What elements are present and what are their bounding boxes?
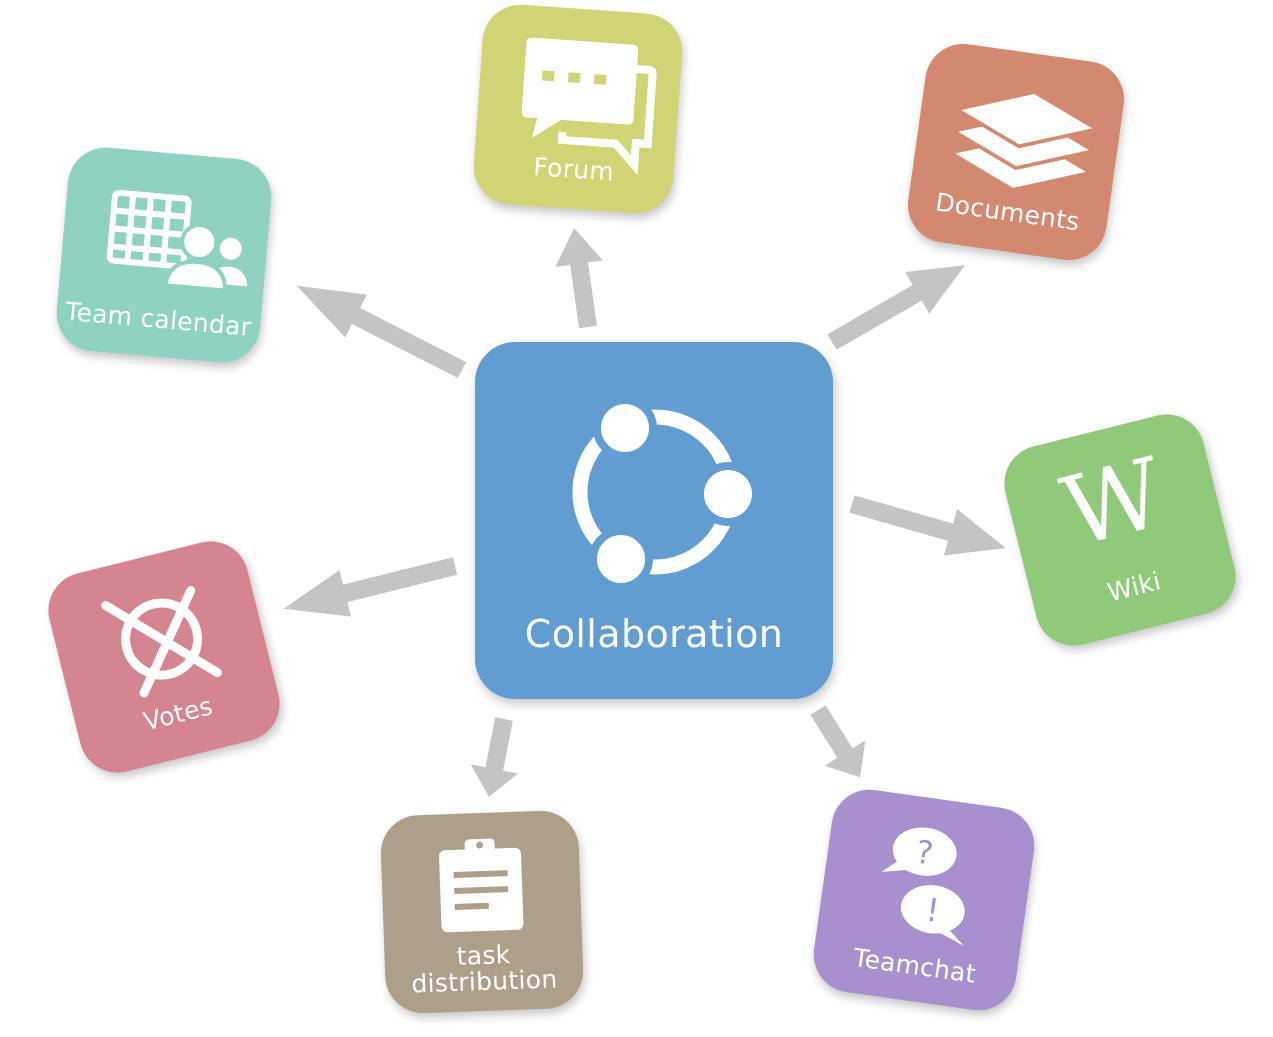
documents-tile[interactable]: Documents bbox=[903, 39, 1129, 265]
svg-text:?: ? bbox=[914, 833, 936, 873]
ballot-cross-icon bbox=[101, 586, 222, 698]
arrow-to-tasks bbox=[465, 714, 528, 802]
document-stack-icon bbox=[955, 93, 1093, 188]
arrow-to-documents bbox=[820, 244, 978, 363]
calendar-people-icon bbox=[106, 189, 252, 293]
arrow-to-teamchat bbox=[797, 697, 881, 791]
wiki-w-icon: W bbox=[1051, 436, 1175, 570]
arrow-to-wiki bbox=[845, 480, 1013, 572]
forum-label: Forum bbox=[532, 152, 616, 187]
collaboration-hub-tile[interactable]: Collaboration bbox=[475, 342, 833, 699]
svg-text:!: ! bbox=[924, 891, 942, 930]
question-exclamation-bubbles-icon: ? ! bbox=[881, 827, 965, 947]
arrow-to-votes bbox=[277, 542, 461, 633]
votes-tile[interactable]: Votes bbox=[40, 533, 288, 781]
task-distribution-tile[interactable]: task distribution bbox=[379, 809, 585, 1015]
task-label-line2: distribution bbox=[410, 964, 558, 999]
wiki-label: Wiki bbox=[1104, 566, 1164, 608]
teamchat-tile[interactable]: ? ! Teamchat bbox=[808, 784, 1040, 1016]
clipboard-icon bbox=[439, 838, 524, 933]
arrow-to-forum bbox=[550, 224, 612, 331]
team-calendar-tile[interactable]: Team calendar bbox=[53, 144, 275, 366]
collaboration-network-icon bbox=[572, 396, 760, 591]
collaboration-label: Collaboration bbox=[524, 612, 784, 656]
arrow-to-calendar bbox=[285, 264, 473, 392]
forum-tile[interactable]: Forum bbox=[471, 2, 685, 216]
chat-bubbles-icon bbox=[521, 37, 657, 175]
